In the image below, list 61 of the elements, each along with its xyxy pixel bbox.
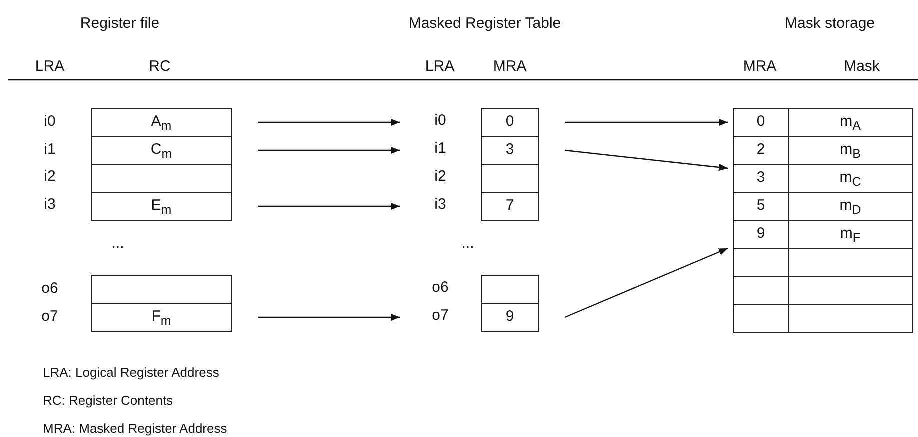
mask-table-row	[733, 164, 913, 193]
register-cell	[91, 275, 232, 304]
arrow	[258, 314, 400, 322]
mra-value: 9	[756, 225, 766, 242]
mra-cell: 7	[481, 192, 539, 221]
mask-table-row	[733, 136, 913, 165]
row-address: i2	[44, 168, 56, 186]
mask-table-row	[733, 220, 913, 249]
abbreviation-note: MRA: Masked Register Address	[43, 422, 228, 436]
register-cell: A$_{m}$	[91, 108, 232, 137]
row-address: i0	[434, 112, 446, 129]
mra-cell: 9	[481, 303, 539, 332]
mask-table-row	[733, 304, 913, 333]
ellipsis: ...	[462, 236, 474, 252]
register-cell: C$_{m}$	[91, 136, 232, 165]
column-header: LRA	[425, 58, 455, 76]
table-title: Register file	[80, 16, 160, 32]
mask-table-row	[733, 108, 913, 137]
mra-value: 5	[756, 197, 766, 214]
table-title: Masked Register Table	[408, 16, 562, 32]
register-cell: F$_{m}$	[91, 303, 232, 332]
mask-table-row	[733, 276, 913, 305]
abbreviation-note: LRA: Logical Register Address	[43, 366, 220, 380]
row-address: i3	[44, 196, 56, 214]
arrow	[564, 150, 728, 172]
register-cell: E$_{m}$	[91, 192, 232, 221]
mask-table-row	[733, 248, 913, 277]
row-address: o6	[42, 280, 58, 298]
mra-value: 0	[756, 113, 766, 130]
mask-value: m$_{B}$	[840, 141, 861, 158]
arrow	[258, 202, 400, 210]
arrow	[565, 118, 728, 126]
ellipsis: ...	[112, 236, 124, 252]
row-address: i0	[44, 114, 56, 130]
mra-cell: 0	[481, 108, 539, 137]
arrow	[564, 248, 728, 318]
column-header: LRA	[35, 58, 65, 76]
table-title: Mask storage	[784, 16, 876, 32]
arrow	[258, 118, 400, 126]
row-address: o6	[432, 279, 449, 296]
mask-value: m$_{C}$	[840, 169, 862, 186]
column-header: MRA	[493, 58, 527, 76]
mask-value: m$_{F}$	[840, 225, 861, 242]
mask-value: m$_{A}$	[840, 113, 861, 130]
mra-value: 2	[756, 141, 766, 158]
row-address: i1	[434, 140, 446, 157]
mask-value: m$_{D}$	[840, 197, 862, 214]
row-address: o7	[42, 308, 58, 326]
mask-table-row	[733, 192, 913, 221]
mra-value: 3	[756, 169, 766, 186]
row-address: o7	[432, 307, 449, 324]
mra-cell: 3	[481, 136, 539, 165]
abbreviation-note: RC: Register Contents	[43, 394, 174, 408]
row-address: i2	[434, 168, 446, 185]
row-address: i1	[44, 142, 56, 158]
register-cell	[91, 164, 232, 193]
row-address: i3	[434, 196, 446, 213]
column-header: MRA	[743, 58, 777, 76]
arrow	[258, 146, 400, 154]
column-header: RC	[149, 58, 171, 76]
column-header: Mask	[844, 58, 880, 76]
